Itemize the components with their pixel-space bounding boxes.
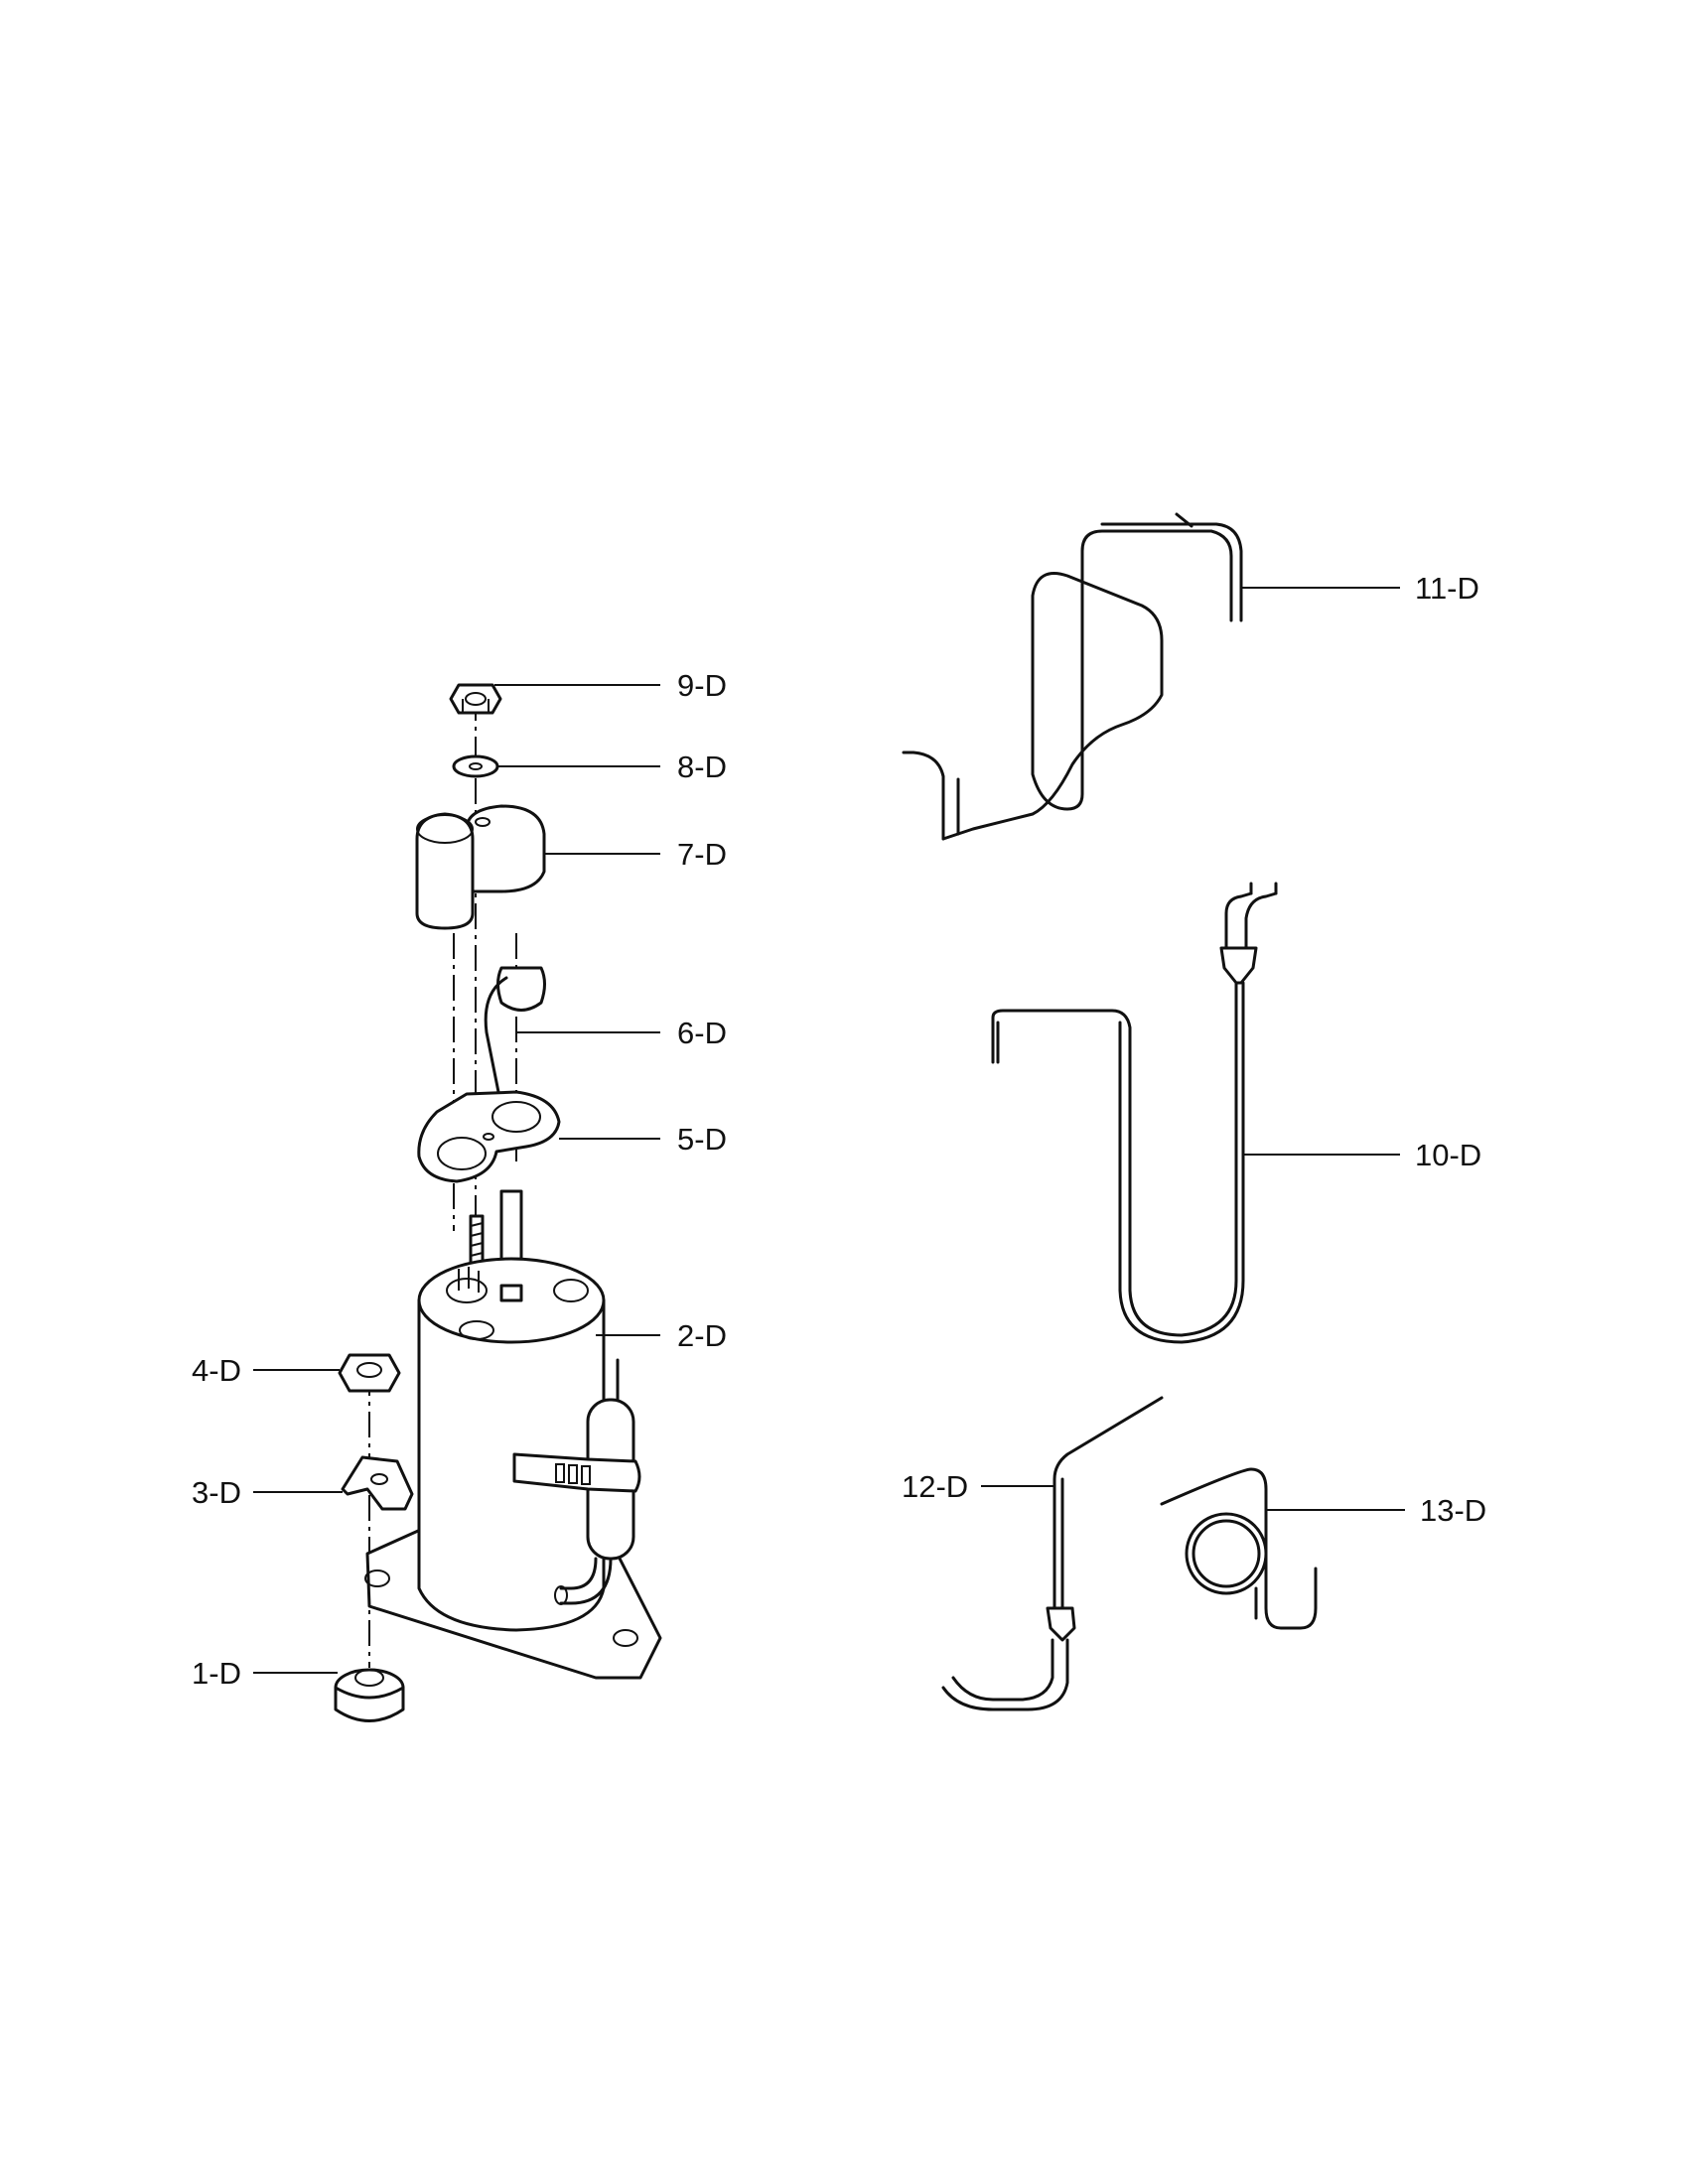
callout-1-d: 1-D — [192, 1656, 241, 1691]
callout-7-d: 7-D — [677, 837, 727, 872]
callout-6-d: 6-D — [677, 1016, 727, 1050]
part-nut-left — [338, 1353, 401, 1393]
leader-lines — [253, 587, 1405, 1674]
part-gasket — [417, 1090, 561, 1183]
part-nut-top — [449, 683, 502, 715]
callout-5-d: 5-D — [677, 1122, 727, 1157]
part-bracket — [341, 1455, 414, 1511]
callout-9-d: 9-D — [677, 668, 727, 703]
callout-11-d: 11-D — [1415, 571, 1479, 606]
callout-2-d: 2-D — [677, 1318, 727, 1353]
part-terminal-cover — [415, 804, 546, 930]
callout-10-d: 10-D — [1415, 1138, 1481, 1172]
part-pipe-13 — [1160, 1467, 1318, 1630]
part-washer — [452, 754, 499, 778]
part-compressor — [364, 1189, 662, 1680]
callout-4-d: 4-D — [192, 1353, 241, 1388]
callout-13-d: 13-D — [1420, 1493, 1486, 1528]
part-pipe-10 — [991, 882, 1278, 1344]
callout-3-d: 3-D — [192, 1475, 241, 1510]
callout-12-d: 12-D — [902, 1469, 968, 1504]
part-pipe-11 — [902, 512, 1243, 841]
part-grommet — [334, 1668, 405, 1722]
part-pipe-12 — [941, 1396, 1164, 1711]
callout-8-d: 8-D — [677, 750, 727, 784]
